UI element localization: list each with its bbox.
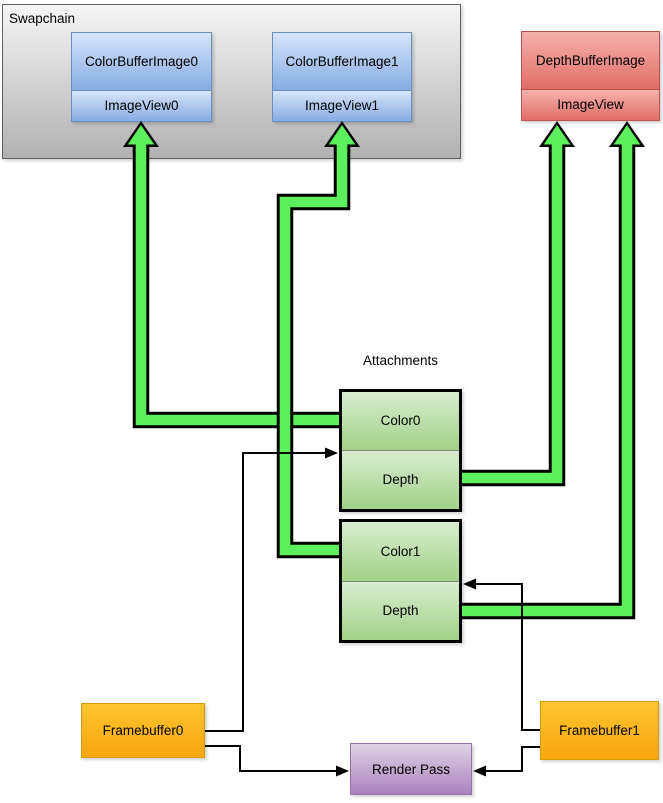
depthbufferimage-node: DepthBufferImage ImageView — [521, 31, 660, 121]
depth0-cell: Depth — [342, 451, 459, 509]
arrow-framebuffer1-to-renderpass-icon — [473, 746, 540, 777]
attachment-group-0: Color0 Depth — [339, 389, 462, 512]
colorbufferimage0-title: ColorBufferImage0 — [72, 33, 211, 91]
arrow-depth0-to-imageview-icon — [462, 121, 575, 487]
colorbufferimage0-node: ColorBufferImage0 ImageView0 — [71, 32, 212, 122]
depthbufferimage-title: DepthBufferImage — [522, 32, 659, 90]
color1-cell: Color1 — [342, 522, 459, 582]
color0-cell: Color0 — [342, 392, 459, 451]
render-pass-node: Render Pass — [350, 743, 472, 795]
colorbufferimage1-node: ColorBufferImage1 ImageView1 — [272, 32, 412, 122]
colorbufferimage1-title: ColorBufferImage1 — [273, 33, 411, 91]
depth1-cell: Depth — [342, 581, 459, 640]
attachment-group-1: Color1 Depth — [339, 519, 462, 643]
swapchain-label: Swapchain — [9, 11, 76, 26]
depth-imageview-cell: ImageView — [522, 90, 659, 120]
arrow-framebuffer0-to-attachment0-icon — [205, 447, 338, 732]
framebuffer1-node: Framebuffer1 — [540, 701, 659, 760]
arrow-color0-to-imageview0-icon — [123, 121, 339, 429]
framebuffer0-node: Framebuffer0 — [81, 703, 205, 758]
imageview1-cell: ImageView1 — [273, 91, 411, 121]
arrow-framebuffer1-to-attachment1-icon — [463, 578, 540, 731]
imageview0-cell: ImageView0 — [72, 91, 211, 121]
attachments-label: Attachments — [362, 353, 439, 368]
arrow-depth1-to-imageview-icon — [462, 121, 645, 620]
arrow-framebuffer0-to-renderpass-icon — [205, 745, 349, 777]
